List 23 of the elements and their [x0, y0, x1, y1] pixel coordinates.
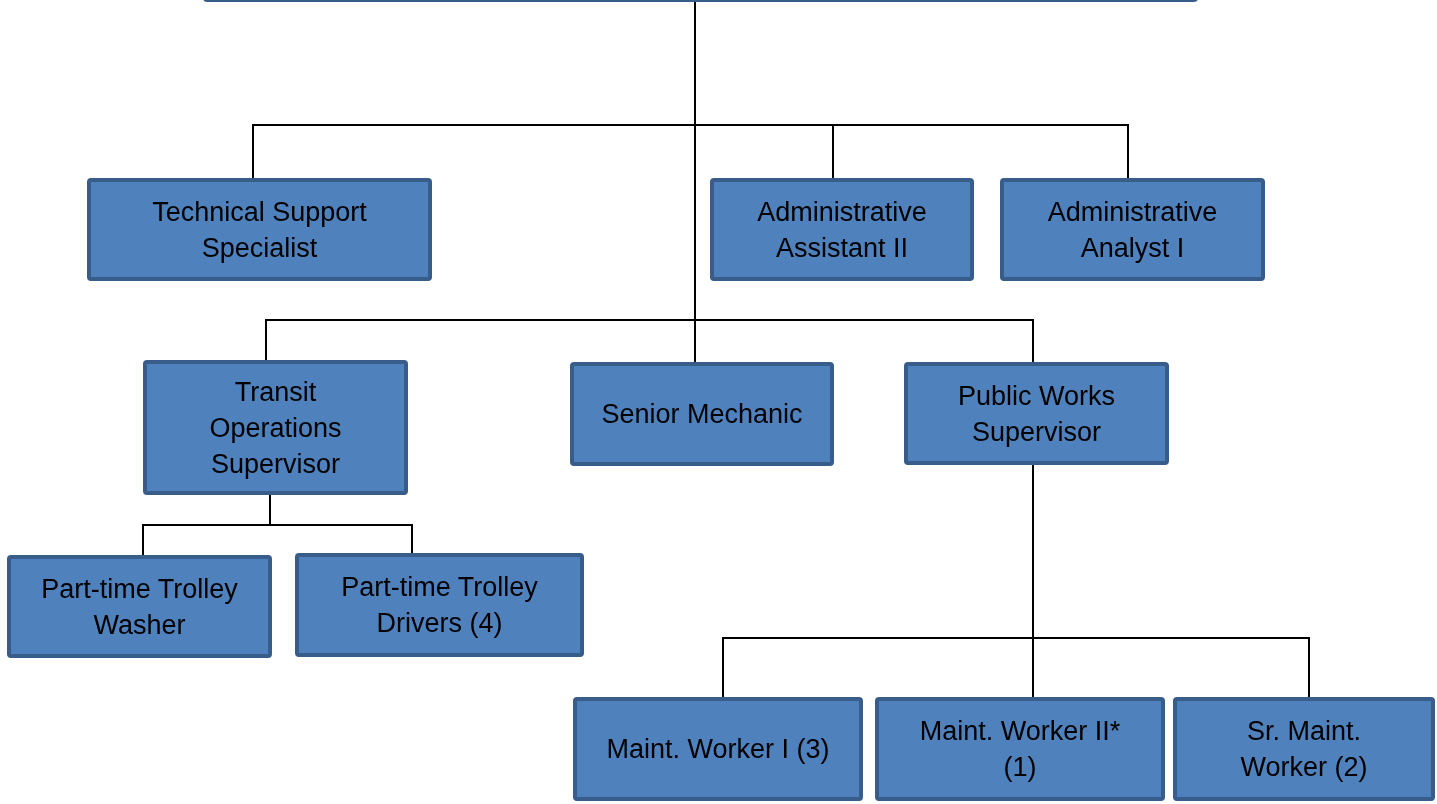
position-title: Administrative Analyst I: [1046, 195, 1219, 265]
position-title: Senior Mechanic: [601, 398, 803, 431]
position-box: [143, 360, 408, 495]
position-box: [87, 178, 432, 281]
position-box: [573, 697, 863, 801]
position-title: Part-time Trolley Washer: [40, 572, 239, 642]
position-title: Technical Support Specialist: [151, 195, 368, 265]
position-box: [875, 697, 1165, 801]
position-title: Maint. Worker I (3): [606, 733, 830, 766]
position-box: [295, 553, 584, 657]
position-box: [710, 178, 974, 281]
position-title: Public Works Supervisor: [956, 379, 1116, 449]
position-box: [904, 362, 1169, 465]
position-box: [1000, 178, 1265, 281]
position-box: [7, 555, 272, 658]
position-title: Part-time Trolley Drivers (4): [340, 571, 539, 640]
position-box: [1173, 697, 1435, 801]
position-box: [570, 362, 834, 466]
position-title: Maint. Worker II* (1): [918, 715, 1122, 784]
position-title: Transit Operations Supervisor: [208, 375, 343, 481]
connector-line: [269, 494, 413, 554]
position-title: Sr. Maint. Worker (2): [1239, 715, 1369, 784]
position-title: Administrative Assistant II: [756, 195, 928, 265]
